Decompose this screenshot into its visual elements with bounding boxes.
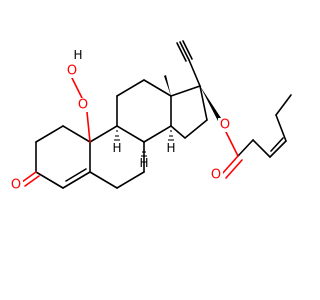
ester-o-wedge: [200, 86, 223, 123]
atom-ester-o-carbonyl: O: [211, 168, 221, 183]
bond-c12-c13: [143, 79, 172, 97]
ethynyl-triple-mid: [179, 41, 190, 61]
atom-hydroperoxy-o2: O: [67, 64, 77, 79]
atom-stereo-h8: H: [139, 156, 148, 170]
bond-c15-c14: [170, 125, 186, 139]
bond-c4-c5: [62, 171, 91, 189]
ethynyl-group: [176, 40, 201, 87]
bond-c11-c12: [116, 79, 145, 97]
stereo-hashes: [114, 130, 174, 157]
bond-c9-c8: [116, 125, 145, 143]
hydroperoxy-group: [71, 77, 91, 143]
bond-c4-c5: [275, 114, 287, 142]
ring-b: [89, 125, 145, 189]
bond-c7-c6: [116, 171, 145, 189]
atom-stereo-h14: H: [166, 141, 175, 155]
atom-stereo-h9: H: [112, 141, 121, 155]
bond-o1-o2: [71, 77, 83, 99]
bond-c13-c17: [170, 85, 201, 97]
label-bg-o1: [76, 98, 90, 112]
structure-canvas: O O H O O O H H H: [9, 40, 292, 193]
atom-ester-o-link: O: [220, 118, 230, 133]
ring-d: [170, 85, 208, 139]
ring-a: [35, 125, 91, 189]
atom-hydroperoxy-h: H: [73, 48, 82, 62]
bond-c3-c4: [35, 171, 64, 189]
atom-ketone-o: O: [11, 178, 21, 193]
bond-c3-o-a: [21, 171, 37, 183]
methyl-wedge: [164, 75, 171, 96]
bond-c4-c5-inner: [65, 168, 87, 182]
bond-c10-c9: [89, 125, 118, 143]
bond-c5-c6: [275, 94, 292, 116]
atom-hydroperoxy-o1: O: [78, 98, 88, 113]
bond-c2-c3: [252, 139, 271, 158]
bond-carbonyl-b: [225, 159, 243, 179]
ethynyl-triple-a: [176, 42, 187, 62]
ketone-group: [21, 171, 40, 187]
bond-c3-c4: [269, 140, 287, 158]
bond-cc-c2: [237, 139, 254, 157]
bond-c14-c8: [143, 125, 172, 143]
bond-c3-c4-inner: [270, 137, 284, 152]
ethynyl-triple-b: [182, 40, 193, 60]
label-bg-o2: [65, 64, 79, 78]
ester-chain: [221, 94, 292, 179]
structure-svg: O O H O O O H H H: [9, 40, 292, 193]
ring-c: [116, 79, 172, 143]
label-bg-ester-o: [218, 118, 232, 132]
bond-c3-o-b: [24, 175, 40, 187]
bond-c10-o1: [86, 111, 91, 143]
bond-c16-c15: [184, 119, 208, 139]
bond-c6-c5: [89, 171, 118, 189]
bond-c17-c16: [199, 85, 208, 121]
bond-c10-c1: [62, 125, 91, 143]
bond-carbonyl-a: [221, 155, 239, 175]
label-bg-ketone-o: [9, 178, 23, 192]
bond-c1-c2: [35, 125, 64, 143]
ethynyl-bond-1: [188, 59, 201, 87]
bond-o-cc: [224, 129, 239, 157]
label-bg-carbonyl-o: [209, 168, 223, 182]
